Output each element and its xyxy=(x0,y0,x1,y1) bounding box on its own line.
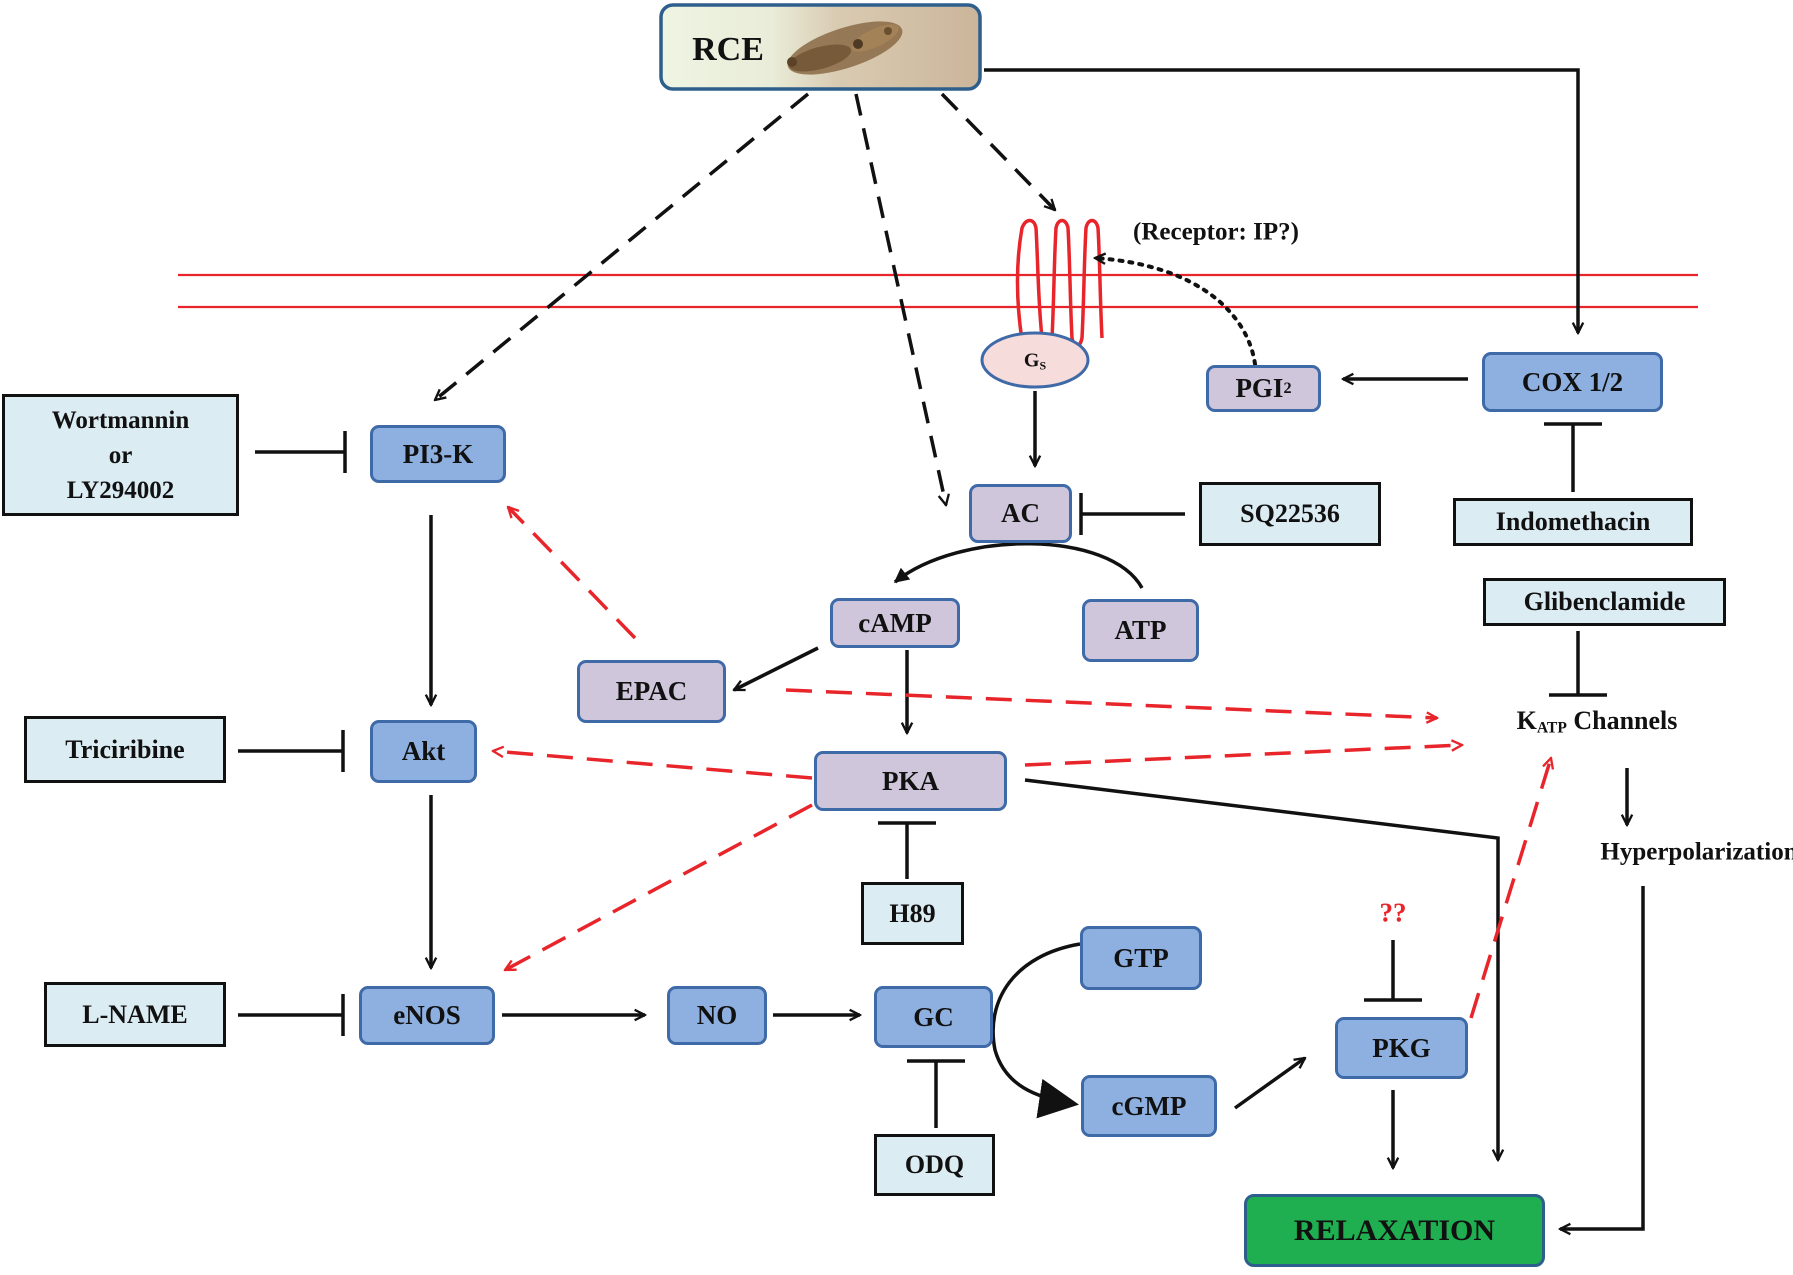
gs-label: GS xyxy=(1023,349,1047,373)
no-node: NO xyxy=(667,986,767,1045)
gc-node: GC xyxy=(874,986,993,1048)
red-dashed-arrows xyxy=(493,507,1551,1019)
inhibit-glibenclamide-katp xyxy=(1549,631,1607,697)
gs-protein xyxy=(980,331,1090,389)
wortmannin-line-1: Wortmannin xyxy=(51,406,190,434)
inhibit-sq-ac xyxy=(1079,493,1185,535)
odq-box: ODQ xyxy=(874,1134,995,1196)
h89-box: H89 xyxy=(861,882,964,945)
cell-membrane xyxy=(178,273,1698,309)
atp-node: ATP xyxy=(1082,599,1199,662)
arrow-rce-to-ac xyxy=(854,93,946,505)
herb-image-icon xyxy=(787,21,903,75)
hyperpolarization-label: Hyperpolarization xyxy=(1600,838,1793,866)
inhibit-indomethacin-cox xyxy=(1544,422,1602,492)
arrow-pgi2-to-receptor xyxy=(1093,258,1257,366)
arrow-epac-to-pi3k xyxy=(508,507,637,640)
cox-node: COX 1/2 xyxy=(1482,352,1663,412)
arrow-pka-to-enos xyxy=(505,803,813,972)
katp-channels-label: KATP Channels xyxy=(1516,705,1678,737)
arrow-cgmp-to-pkg xyxy=(1233,1058,1305,1110)
relaxation-box: RELAXATION xyxy=(1244,1194,1545,1267)
solid-arrows xyxy=(431,68,1645,1229)
arrow-hyperpolarization-to-relaxation xyxy=(1560,886,1645,1229)
camp-node: cAMP xyxy=(830,598,960,648)
arrow-atp-to-camp xyxy=(893,542,1144,589)
arrow-gtp-to-cgmp xyxy=(991,942,1081,1119)
arrow-pka-to-akt xyxy=(493,751,813,780)
arrow-pkg-to-katp xyxy=(1469,758,1551,1019)
inhibit-h89-pka xyxy=(878,821,936,879)
wortmannin-line-2: or xyxy=(108,441,133,469)
inhibit-triciribine-akt xyxy=(238,730,345,772)
inhibit-odq-gc xyxy=(907,1059,965,1128)
rce-label: RCE xyxy=(692,31,764,68)
ac-node: AC xyxy=(969,484,1072,543)
inhibit-unknown-pkg xyxy=(1364,940,1422,1002)
arrow-rce-to-cox xyxy=(984,68,1578,333)
inhibit-wortmannin-pi3k xyxy=(255,431,347,473)
receptor-icon xyxy=(1015,218,1104,348)
receptor-label: (Receptor: IP?) xyxy=(1133,218,1299,246)
wortmannin-line-3: LY294002 xyxy=(66,476,175,504)
arrow-rce-to-receptor xyxy=(940,92,1055,210)
lname-box: L-NAME xyxy=(44,982,226,1047)
akt-node: Akt xyxy=(370,720,477,783)
wortmannin-box: Wortmannin or LY294002 xyxy=(2,394,239,516)
gtp-node: GTP xyxy=(1080,926,1202,990)
unknown-inhibitor-label: ?? xyxy=(1379,897,1407,928)
inhibit-lname-enos xyxy=(238,994,345,1036)
glibenclamide-box: Glibenclamide xyxy=(1483,578,1726,626)
triciribine-box: Triciribine xyxy=(24,716,226,783)
cgmp-node: cGMP xyxy=(1081,1075,1217,1137)
arrow-rce-to-pi3k xyxy=(435,92,810,400)
rce-box xyxy=(659,3,982,91)
arrow-pka-to-relaxation xyxy=(1024,778,1498,1160)
sq22536-box: SQ22536 xyxy=(1199,482,1381,546)
rce-dashed-arrows xyxy=(435,92,1055,505)
epac-node: EPAC xyxy=(577,660,726,723)
pkg-node: PKG xyxy=(1335,1017,1468,1079)
inhibition-lines xyxy=(238,422,1607,1128)
arrow-pka-to-katp xyxy=(1024,745,1462,767)
pka-node: PKA xyxy=(814,751,1007,811)
arrow-epac-to-katp xyxy=(785,688,1437,718)
arrow-camp-to-epac xyxy=(734,646,819,692)
enos-node: eNOS xyxy=(359,986,495,1045)
pi3k-node: PI3-K xyxy=(370,425,506,483)
indomethacin-box: Indomethacin xyxy=(1453,498,1693,546)
